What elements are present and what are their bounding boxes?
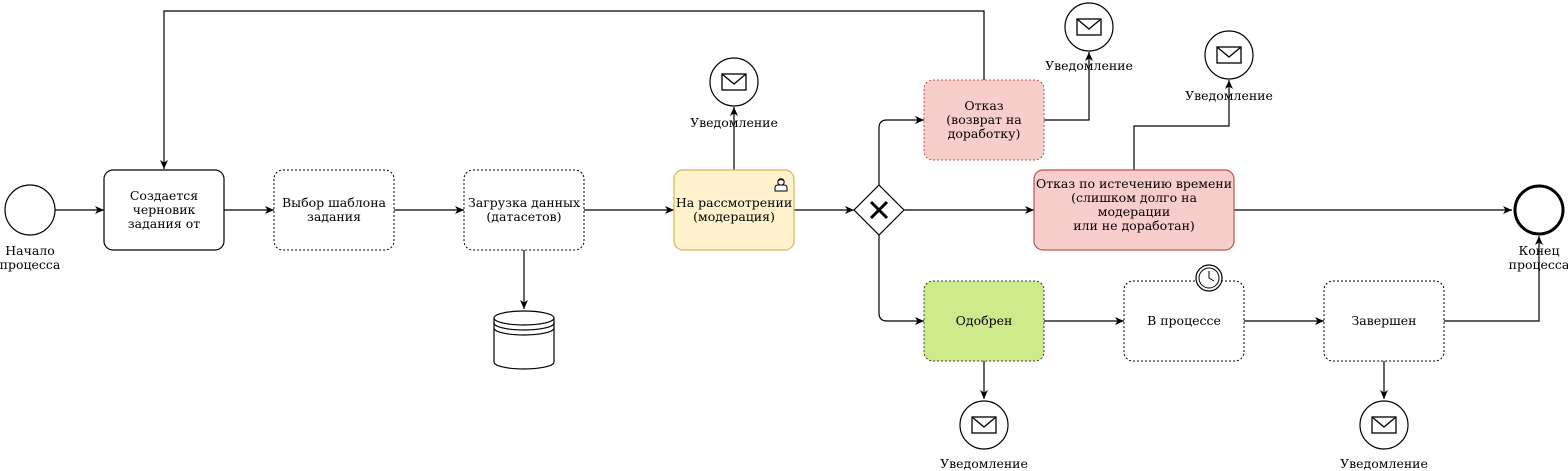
notification-completed-label: Уведомление — [1340, 456, 1428, 471]
sequence-flows — [55, 10, 1543, 399]
notification-completed[interactable] — [1359, 400, 1409, 450]
envelope-icon — [721, 73, 747, 91]
task-reject-timeout[interactable] — [1033, 169, 1235, 251]
task-upload-label: Загрузка данных (датасетов) — [467, 195, 580, 224]
notification-review-label: Уведомление — [690, 115, 778, 130]
envelope-icon — [1371, 416, 1397, 434]
task-in-progress-label: В процессе — [1147, 313, 1221, 328]
task-reject-return-label: Отказ (возврат на доработку) — [946, 98, 1022, 141]
flow-reject-return-to-notification — [1044, 52, 1093, 121]
task-template-label: Выбор шаблона задания — [281, 195, 386, 224]
task-reject-timeout-label: Отказ по истечению времени (слишком долг… — [1035, 176, 1233, 233]
task-review[interactable] — [673, 169, 795, 251]
envelope-icon — [971, 416, 997, 434]
task-template[interactable] — [273, 169, 395, 251]
task-completed-label: Завершен — [1351, 313, 1417, 328]
flow-reject-timeout-to-notification — [1133, 80, 1233, 170]
task-review-label: На рассмотрении (модерация) — [675, 195, 793, 224]
task-draft[interactable] — [103, 169, 225, 251]
flow-gateway-to-approved — [878, 235, 924, 325]
notification-review[interactable] — [709, 57, 759, 107]
envelope-icon — [1216, 46, 1242, 64]
task-completed[interactable] — [1323, 280, 1445, 362]
task-approved-label: Одобрен — [955, 313, 1013, 328]
envelope-icon — [1076, 18, 1102, 36]
flow-gateway-to-reject-return — [878, 116, 924, 185]
timer-icon — [1195, 264, 1223, 292]
user-icon — [774, 178, 788, 192]
notification-approved[interactable] — [959, 400, 1009, 450]
notification-reject-timeout[interactable] — [1204, 30, 1254, 80]
notification-reject-timeout-label: Уведомление — [1185, 88, 1273, 103]
task-reject-return[interactable] — [923, 79, 1045, 161]
task-draft-label: Создается черновик задания от — [127, 188, 201, 231]
flow-completed-to-end — [1444, 236, 1543, 322]
notification-reject-return[interactable] — [1064, 2, 1114, 52]
flow-reject-return-to-draft — [160, 10, 985, 169]
notification-reject-return-label: Уведомление — [1045, 58, 1133, 73]
exclusive-gateway[interactable] — [853, 184, 905, 236]
start-event[interactable] — [4, 184, 56, 236]
end-event[interactable] — [1513, 184, 1565, 236]
notification-approved-label: Уведомление — [940, 456, 1028, 471]
task-upload[interactable] — [463, 169, 585, 251]
datastore-icon[interactable] — [493, 310, 555, 370]
task-approved[interactable] — [923, 280, 1045, 362]
task-in-progress[interactable] — [1123, 280, 1245, 362]
close-x-icon — [869, 200, 889, 220]
